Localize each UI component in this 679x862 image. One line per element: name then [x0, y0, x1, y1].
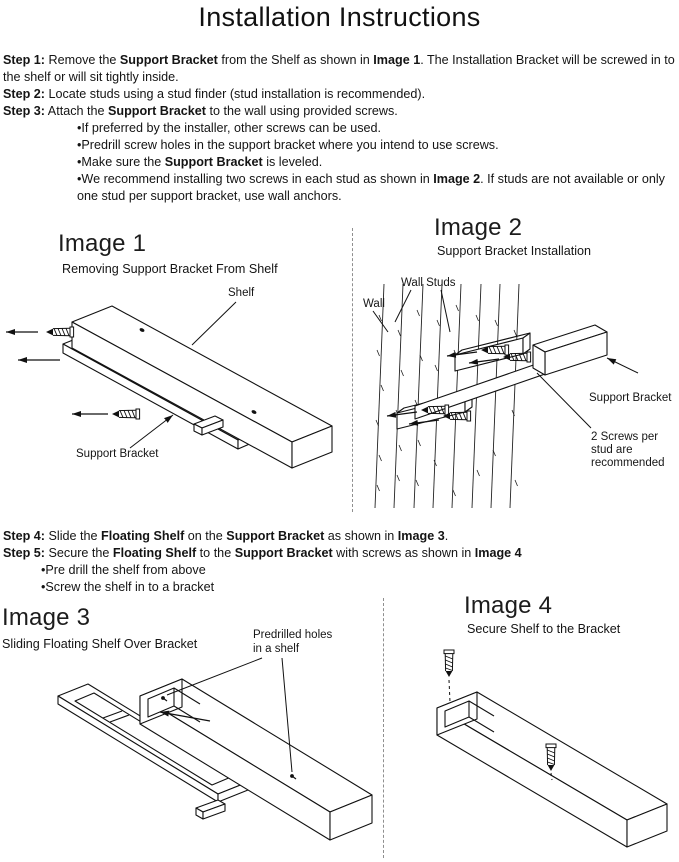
- step-5-bullet-1: •Pre drill the shelf from above: [41, 563, 206, 577]
- screw-icon: [420, 404, 450, 416]
- dashed-divider-2: [383, 598, 384, 858]
- mounting-arrows: [386, 351, 500, 426]
- dashed-divider-1: [352, 228, 353, 512]
- figure4-subtitle: Secure Shelf to the Bracket: [467, 622, 621, 636]
- screw-icon: [111, 408, 141, 420]
- wall-label: Wall: [363, 298, 385, 310]
- figure3-heading: Image 3: [2, 604, 91, 631]
- screws-note-line: 2 Screws per: [591, 431, 658, 443]
- support-bracket-label: Support Bracket: [76, 448, 159, 460]
- screw-icon: [45, 326, 75, 338]
- step-1-text: Step 1: Remove the Support Bracket from …: [3, 53, 675, 84]
- step-5-bullet-2: •Screw the shelf in to a bracket: [41, 580, 215, 594]
- step-4-text: Step 4: Slide the Floating Shelf on the …: [3, 529, 449, 543]
- predrilled-holes-label: Predrilled holes: [253, 629, 333, 641]
- step-3-bullet-4: •We recommend installing two screws in e…: [77, 172, 665, 203]
- step-2-text: Step 2: Locate studs using a stud finder…: [3, 87, 426, 101]
- predrilled-holes-label: in a shelf: [253, 643, 300, 655]
- step-3-bullet-1: •If preferred by the installer, other sc…: [77, 121, 382, 135]
- support-bracket-label: Support Bracket: [589, 392, 672, 404]
- step-3-text: Step 3: Attach the Support Bracket to th…: [3, 104, 398, 118]
- screw-icon: [480, 344, 510, 356]
- page-title: Installation Instructions: [198, 2, 481, 32]
- screws-note-line: recommended: [591, 457, 665, 469]
- figure2-diagram: Wall Wall Studs Support Bracket 2 Screws…: [363, 277, 672, 509]
- shelf-screw-hole: [251, 410, 257, 414]
- wall-studs-label: Wall Studs: [401, 277, 456, 289]
- figure4-diagram: [436, 649, 668, 848]
- instructions-steps-4-5: Step 4: Slide the Floating Shelf on the …: [3, 528, 663, 596]
- arrow-left: [468, 358, 500, 365]
- figure3-callouts: [166, 657, 293, 773]
- screw-icon: [442, 410, 472, 422]
- screw-icon: [545, 743, 557, 772]
- predrilled-hole: [289, 773, 297, 780]
- instructions-steps-1-3: Step 1: Remove the Support Bracket from …: [3, 52, 677, 205]
- screw-guide-lines: [448, 679, 553, 781]
- figure1-subtitle: Removing Support Bracket From Shelf: [62, 262, 278, 276]
- screws-note-line: stud are: [591, 444, 633, 456]
- figure1-callouts: [129, 301, 237, 449]
- arrow-left: [408, 419, 440, 426]
- arrow-left: [446, 351, 478, 358]
- figure3-subtitle: Sliding Floating Shelf Over Bracket: [2, 637, 198, 651]
- figure3-diagram: Predrilled holes in a shelf: [57, 629, 373, 841]
- screw-icon: [443, 649, 455, 678]
- bracket-foot-drawing: [195, 799, 226, 820]
- step-3-bullet-2: •Predrill screw holes in the support bra…: [77, 138, 499, 152]
- bracket-foot-drawing: [193, 415, 224, 436]
- shelf-drawing: [71, 305, 333, 469]
- wall-hatch-marks: [375, 304, 518, 497]
- figure4-heading: Image 4: [464, 592, 553, 619]
- support-bracket-drawing: [57, 683, 249, 803]
- arrow-left: [386, 411, 418, 418]
- slide-arrow: [159, 710, 211, 722]
- figure2-heading: Image 2: [434, 214, 523, 241]
- screw-icon: [502, 351, 532, 363]
- figure2-subtitle: Support Bracket Installation: [437, 244, 592, 258]
- figure1-heading: Image 1: [58, 230, 147, 257]
- support-bracket-drawing: [396, 324, 608, 430]
- floating-shelf-drawing: [139, 678, 373, 841]
- support-bracket-drawing: [62, 331, 269, 450]
- removal-arrows: [6, 329, 108, 417]
- figure2-callouts: [372, 289, 639, 429]
- figure1-diagram: Shelf Support Bracket: [6, 287, 333, 469]
- step-3-bullet-3: •Make sure the Support Bracket is levele…: [77, 155, 323, 169]
- shelf-screw-hole: [139, 328, 145, 332]
- predrilled-hole: [160, 695, 168, 702]
- step-5-text: Step 5: Secure the Floating Shelf to the…: [3, 546, 522, 560]
- floating-shelf-drawing: [436, 691, 668, 848]
- wall-drawing: [374, 283, 520, 509]
- shelf-label: Shelf: [228, 287, 255, 299]
